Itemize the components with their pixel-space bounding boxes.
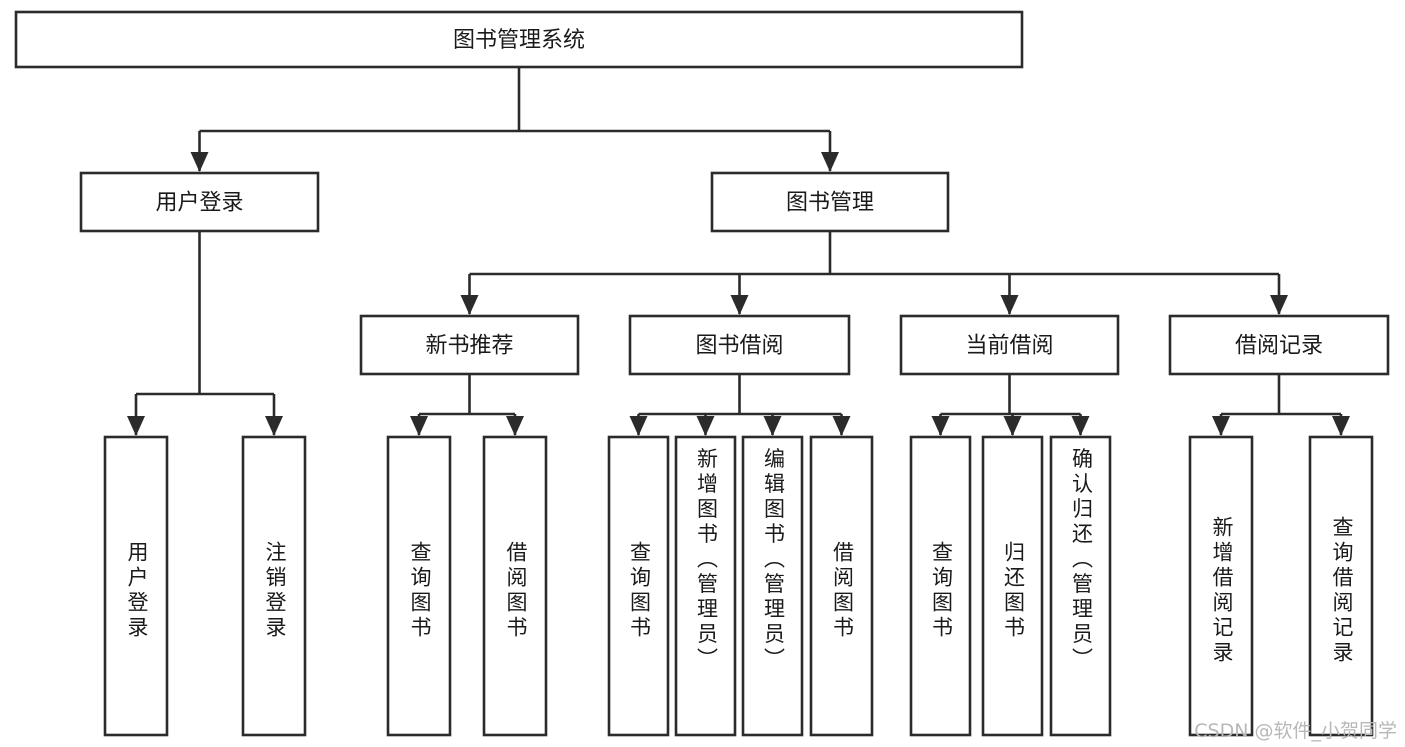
node-leaf-10[interactable]: 确认归还（管理员） <box>1049 435 1112 737</box>
node-leaf-9-box[interactable] <box>981 435 1044 737</box>
node-leaf-1[interactable]: 注销登录 <box>241 435 307 737</box>
node-level2-0-label: 用户登录 <box>155 191 243 216</box>
node-leaf-6-box[interactable] <box>741 435 804 737</box>
node-leaf-5-box[interactable] <box>674 435 737 737</box>
node-root-system-label: 图书管理系统 <box>453 28 585 53</box>
node-leaf-3[interactable]: 借阅图书 <box>482 435 548 737</box>
node-leaf-2-box[interactable] <box>386 435 452 737</box>
node-level2-0-box[interactable] <box>79 171 320 233</box>
node-leaf-6[interactable]: 编辑图书（管理员） <box>741 435 804 737</box>
node-leaf-8[interactable]: 查询图书 <box>909 435 972 737</box>
node-level2-0[interactable]: 用户登录 <box>79 171 320 233</box>
node-leaf-0[interactable]: 用户登录 <box>103 435 169 737</box>
arrow-head-icon <box>1332 416 1350 436</box>
node-leaf-7-label: 借阅图书 <box>831 541 855 639</box>
arrow-head-icon <box>190 152 209 172</box>
node-leaf-12[interactable]: 查询借阅记录 <box>1308 435 1374 737</box>
node-level3-1-box[interactable] <box>628 314 851 376</box>
node-leaf-3-box[interactable] <box>482 435 548 737</box>
node-leaf-9-label: 归还图书 <box>1002 541 1026 639</box>
node-level3-2-label: 当前借阅 <box>965 334 1053 359</box>
node-root-system[interactable]: 图书管理系统 <box>14 10 1024 69</box>
node-leaf-10-label: 确认归还（管理员） <box>1070 448 1094 671</box>
node-leaf-4-label: 查询图书 <box>628 541 652 639</box>
node-leaf-0-label: 用户登录 <box>125 541 149 639</box>
node-leaf-2[interactable]: 查询图书 <box>386 435 452 737</box>
watermark-text: CSDN @软件_小贺同学 <box>1194 720 1397 742</box>
node-boxes: 图书管理系统用户登录图书管理新书推荐图书借阅当前借阅借阅记录用户登录注销登录查询… <box>14 10 1390 737</box>
node-leaf-2-label: 查询图书 <box>408 541 432 639</box>
node-leaf-11-label: 新增借阅记录 <box>1210 516 1234 664</box>
arrow-head-icon <box>127 416 145 436</box>
node-leaf-0-box[interactable] <box>103 435 169 737</box>
node-leaf-5-label: 新增图书（管理员） <box>695 448 719 671</box>
node-leaf-12-box[interactable] <box>1308 435 1374 737</box>
node-leaf-4[interactable]: 查询图书 <box>607 435 670 737</box>
arrow-head-icon <box>763 416 782 436</box>
node-leaf-7-box[interactable] <box>809 435 874 737</box>
arrow-head-icon <box>730 295 749 315</box>
node-leaf-1-box[interactable] <box>241 435 307 737</box>
node-level3-3-box[interactable] <box>1168 314 1390 376</box>
node-level3-3[interactable]: 借阅记录 <box>1168 314 1390 376</box>
node-level2-1-box[interactable] <box>710 171 950 233</box>
arrow-head-icon <box>460 295 479 315</box>
node-level3-0[interactable]: 新书推荐 <box>359 314 580 376</box>
node-level3-1-label: 图书借阅 <box>695 334 783 359</box>
node-level3-0-box[interactable] <box>359 314 580 376</box>
node-level2-1[interactable]: 图书管理 <box>710 171 950 233</box>
node-leaf-8-label: 查询图书 <box>930 541 954 639</box>
arrow-head-icon <box>506 416 524 436</box>
arrow-head-icon <box>931 416 950 436</box>
arrow-head-icon <box>832 416 851 436</box>
node-leaf-10-box[interactable] <box>1049 435 1112 737</box>
arrow-head-icon <box>629 416 648 436</box>
arrow-head-icon <box>696 416 715 436</box>
node-leaf-9[interactable]: 归还图书 <box>981 435 1044 737</box>
arrow-head-icon <box>265 416 283 436</box>
arrow-head-icon <box>821 152 839 172</box>
node-leaf-7[interactable]: 借阅图书 <box>809 435 874 737</box>
node-level3-3-label: 借阅记录 <box>1235 334 1323 359</box>
node-leaf-5[interactable]: 新增图书（管理员） <box>674 435 737 737</box>
node-leaf-4-box[interactable] <box>607 435 670 737</box>
node-leaf-12-label: 查询借阅记录 <box>1330 516 1354 664</box>
node-level3-0-label: 新书推荐 <box>425 334 513 359</box>
node-leaf-6-label: 编辑图书（管理员） <box>762 448 786 671</box>
node-leaf-1-label: 注销登录 <box>263 541 287 639</box>
node-level3-1[interactable]: 图书借阅 <box>628 314 851 376</box>
node-level3-2[interactable]: 当前借阅 <box>899 314 1120 376</box>
node-leaf-8-box[interactable] <box>909 435 972 737</box>
arrow-head-icon <box>1212 416 1230 436</box>
arrow-head-icon <box>1270 295 1288 315</box>
node-leaf-11[interactable]: 新增借阅记录 <box>1188 435 1254 737</box>
node-leaf-3-label: 借阅图书 <box>504 541 528 639</box>
node-leaf-11-box[interactable] <box>1188 435 1254 737</box>
node-root-system-box[interactable] <box>14 10 1024 69</box>
arrow-head-icon <box>1071 416 1090 436</box>
arrow-head-icon <box>1000 295 1019 315</box>
arrow-head-icon <box>1003 416 1022 436</box>
connector-lines <box>127 67 1350 436</box>
node-level2-1-label: 图书管理 <box>786 191 874 216</box>
arrow-head-icon <box>410 416 428 436</box>
node-level3-2-box[interactable] <box>899 314 1120 376</box>
